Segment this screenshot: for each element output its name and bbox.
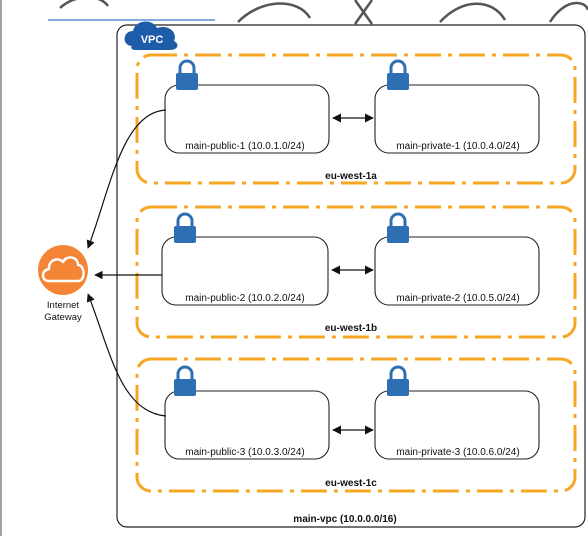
zone-label-1: eu-west-1a [325,171,377,182]
vpc-badge-text: VPC [141,34,164,46]
public-subnet-label-1: main-public-1 (10.0.1.0/24) [185,141,305,152]
zone-box-2 [135,205,577,339]
cloud-icon [41,256,85,283]
private-subnet-label-1: main-private-1 (10.0.4.0/24) [396,141,519,152]
header-fragment [48,0,588,25]
private-subnet-label-2: main-private-2 (10.0.5.0/24) [396,293,519,304]
private-subnet-box-1 [374,84,540,154]
lock-icon [387,365,409,396]
private-subnet-label-3: main-private-3 (10.0.6.0/24) [396,447,519,458]
route-arrow-1 [86,109,167,249]
lock-icon [387,59,409,90]
lock-icon [176,59,198,90]
lock-icon [387,212,409,243]
public-subnet-box-3 [164,390,330,460]
internet-gateway: Internet Gateway [38,245,88,323]
zone-label-2: eu-west-1b [325,323,377,334]
zone-box-1 [135,53,577,185]
vpc-boundary [116,24,586,528]
zone-label-3: eu-west-1c [325,478,377,489]
vpc-name-label: main-vpc (10.0.0.0/16) [293,514,396,525]
gateway-label-line1: Internet [47,300,80,311]
public-subnet-box-1 [164,84,330,154]
public-subnet-label-3: main-public-3 (10.0.3.0/24) [185,447,305,458]
route-arrow-3 [86,293,167,417]
vpc-badge: VPC [124,21,178,50]
gateway-label-line2: Gateway [44,312,82,323]
public-subnet-box-2 [161,236,329,306]
lock-icon [174,365,196,396]
lock-icon [174,212,196,243]
zone-box-3 [135,357,577,493]
private-subnet-box-3 [374,390,540,460]
private-subnet-box-2 [374,236,540,306]
public-subnet-label-2: main-public-2 (10.0.2.0/24) [185,293,305,304]
